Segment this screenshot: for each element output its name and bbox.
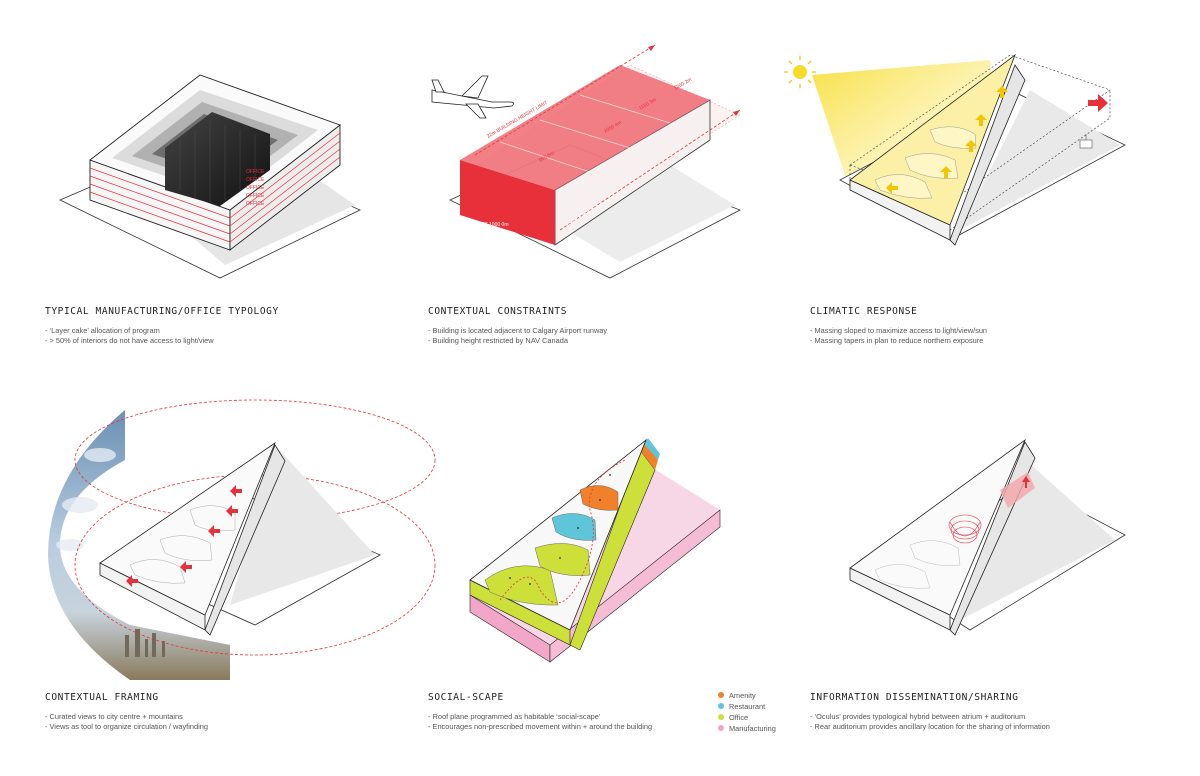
panel-title: SOCIAL-SCAPE xyxy=(428,692,504,703)
wedge-roof xyxy=(849,438,1026,616)
north-arrow-icon xyxy=(1079,134,1093,149)
legend-item-office: Office xyxy=(718,712,776,722)
bullet-text: - Encourages non-prescribed movement wit… xyxy=(428,722,653,731)
contextual-framing-diagram xyxy=(48,399,436,680)
bullet-text: - ‘Oculus’ provides typological hybrid b… xyxy=(810,712,1026,721)
legend-swatch xyxy=(718,703,724,709)
legend-swatch xyxy=(718,692,724,698)
caption-framing: CONTEXTUAL FRAMING - Curated views to ci… xyxy=(45,692,405,732)
typical-typology-diagram: OFFICE OFFICE OFFICE OFFICE OFFICE xyxy=(59,74,361,279)
red-arrow-icon xyxy=(1088,94,1108,112)
bullet-text: - Curated views to city centre + mountai… xyxy=(45,712,183,721)
amenity-zone xyxy=(579,485,619,511)
panel-title: CONTEXTUAL CONSTRAINTS xyxy=(428,306,568,317)
bullet-text: - Building is located adjacent to Calgar… xyxy=(428,326,608,335)
bullet-text: - Massing sloped to maximize access to l… xyxy=(810,326,988,335)
floor-label: OFFICE xyxy=(246,169,265,175)
legend-item-restaurant: Restaurant xyxy=(718,701,776,711)
legend-label: Office xyxy=(729,712,749,722)
legend-label: Amenity xyxy=(729,690,756,700)
floor-label: OFFICE xyxy=(246,177,265,183)
sloped-mass-front xyxy=(460,160,555,245)
office-zone xyxy=(534,543,591,576)
legend-swatch xyxy=(718,714,724,720)
wedge-roof xyxy=(99,441,276,616)
panel-title: TYPICAL MANUFACTURING/OFFICE TYPOLOGY xyxy=(45,306,279,317)
legend-label: Restaurant xyxy=(729,701,766,711)
legend-swatch xyxy=(718,725,724,731)
floor-label: OFFICE xyxy=(246,193,265,199)
bullet-text: - Massing tapers in plan to reduce north… xyxy=(810,336,984,345)
dark-core xyxy=(165,112,270,206)
panorama-photo xyxy=(48,410,230,680)
sloped-mass-top xyxy=(460,65,710,190)
oculus xyxy=(948,514,982,544)
panel-title: CLIMATIC RESPONSE xyxy=(810,306,918,317)
legend-item-amenity: Amenity xyxy=(718,690,776,700)
caption-typical: TYPICAL MANUFACTURING/OFFICE TYPOLOGY - … xyxy=(45,306,405,346)
caption-climatic: CLIMATIC RESPONSE - Massing sloped to ma… xyxy=(810,306,1170,346)
legend-item-manufacturing: Manufacturing xyxy=(718,723,776,733)
climatic-response-diagram xyxy=(784,53,1126,246)
airplane-icon xyxy=(431,75,514,119)
legend-label: Manufacturing xyxy=(729,723,776,733)
panel-title: CONTEXTUAL FRAMING xyxy=(45,692,159,703)
bullet-text: - Roof plane programmed as habitable ‘so… xyxy=(428,712,601,721)
wedge-side xyxy=(204,444,286,636)
floor-label: OFFICE xyxy=(246,201,265,207)
bullet-text: - Views as tool to organize circulation … xyxy=(45,722,208,731)
caption-constraints: CONTEXTUAL CONSTRAINTS - Building is loc… xyxy=(428,306,788,346)
caption-social: SOCIAL-SCAPE - Roof plane programmed as … xyxy=(428,692,788,732)
contextual-constraints-diagram: 22m BUILDING HEIGHT LIMIT NAV CANADA HEI… xyxy=(431,44,741,279)
bullet-text: - Building height restricted by NAV Cana… xyxy=(428,336,568,345)
social-scape-diagram xyxy=(469,438,721,663)
information-sharing-diagram xyxy=(849,438,1126,636)
bullet-text: - ‘Layer cake’ allocation of program xyxy=(45,326,160,335)
annotation: OFFSET 1000 0m xyxy=(468,222,508,228)
red-arrow-icon xyxy=(1022,476,1030,488)
sun-icon xyxy=(784,56,816,88)
restaurant-zone xyxy=(551,513,597,541)
bullet-text: - Rear auditorium provides ancillary loc… xyxy=(810,722,1050,731)
wedge-side xyxy=(949,64,1026,246)
manufacturing-slab-side xyxy=(549,509,721,663)
bullet-text: - > 50% of interiors do not have access … xyxy=(45,336,214,345)
floor-label: OFFICE xyxy=(246,185,265,191)
program-legend: Amenity Restaurant Office Manufacturing xyxy=(718,690,776,734)
caption-information: INFORMATION DISSEMINATION/SHARING - ‘Ocu… xyxy=(810,692,1170,732)
panel-title: INFORMATION DISSEMINATION/SHARING xyxy=(810,692,1019,703)
